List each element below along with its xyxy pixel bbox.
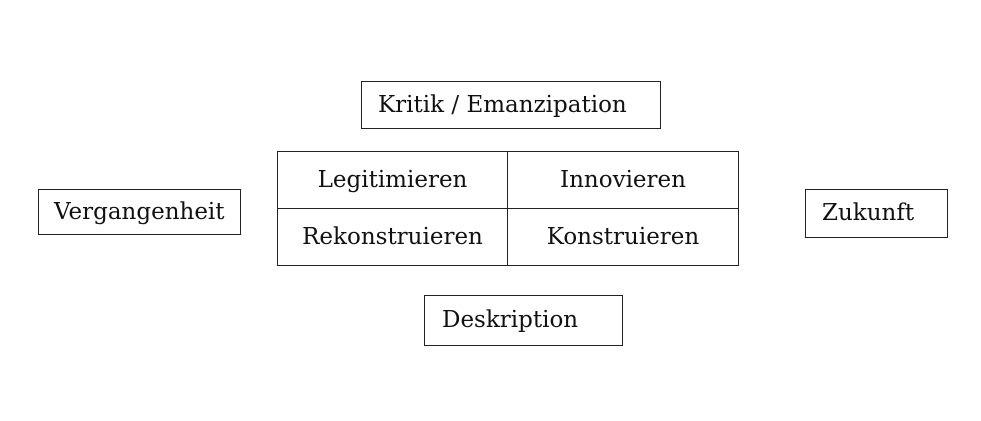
right-label-zukunft: Zukunft: [805, 189, 948, 238]
matrix-cell-rekonstruieren: Rekonstruieren: [278, 209, 508, 265]
matrix-cell-innovieren: Innovieren: [508, 152, 738, 209]
central-matrix: Legitimieren Innovieren Rekonstruieren K…: [277, 151, 739, 266]
left-label-vergangenheit: Vergangenheit: [38, 189, 241, 235]
matrix-cell-legitimieren: Legitimieren: [278, 152, 508, 209]
top-label-kritik-emanzipation: Kritik / Emanzipation: [361, 81, 661, 129]
matrix-cell-konstruieren: Konstruieren: [546, 223, 700, 250]
bottom-label-deskription: Deskription: [424, 295, 623, 346]
